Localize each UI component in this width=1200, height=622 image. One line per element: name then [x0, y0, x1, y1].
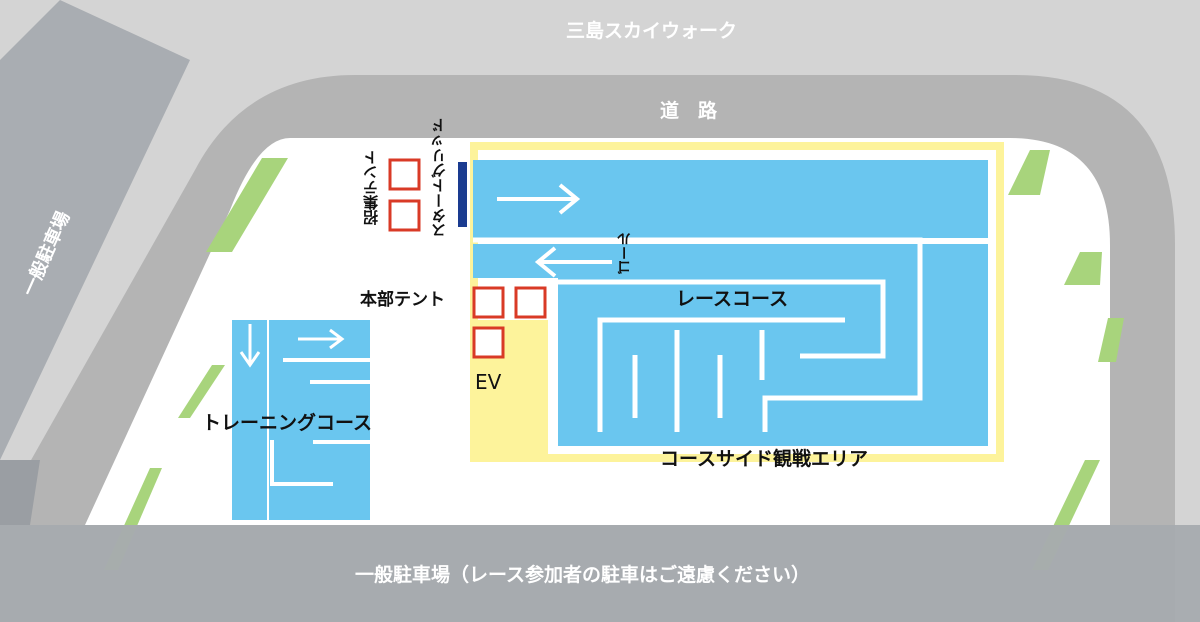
hq-tent-label: 本部テント [360, 290, 445, 310]
road-label: 道 路 [660, 100, 718, 122]
training-course-line [270, 440, 333, 486]
grass-strip [178, 365, 225, 418]
training-course [232, 320, 370, 520]
tent-marker [388, 199, 421, 232]
ev-label: EV [475, 370, 502, 394]
bottom-parking-label: 一般駐車場（レース参加者の駐車はご遠慮ください） [355, 564, 811, 586]
skywalk-label: 三島スカイウォーク [566, 20, 738, 42]
right-arrow-head [329, 328, 345, 350]
race-course-body [558, 278, 988, 446]
race-course [473, 160, 988, 446]
race-course-label: レースコース [676, 288, 789, 310]
recruit-tent-label: 招集テント [362, 150, 380, 225]
left-parking-area [0, 0, 190, 460]
hq-tents [472, 286, 547, 359]
left-arrow-head [534, 246, 557, 278]
tent-marker [472, 286, 505, 319]
start-grid-label: スタートグリッド [430, 118, 448, 238]
bottom-left-parking-edge [0, 460, 40, 525]
race-course-line [473, 237, 923, 432]
training-course-label: トレーニングコース [202, 412, 373, 434]
tent-marker [514, 286, 547, 319]
goal-label: ゴール [617, 232, 633, 274]
grass-strip [1008, 150, 1050, 195]
down-arrow-head [239, 351, 261, 368]
grass-strip [1064, 252, 1102, 285]
recruit-tents [388, 158, 421, 232]
spectator-area-label: コースサイド観戦エリア [660, 448, 869, 470]
race-course-line [597, 317, 845, 432]
start-grid-bar [458, 162, 467, 227]
ev-marker [472, 326, 505, 359]
training-course-body [268, 320, 370, 520]
grass-strip [1098, 318, 1124, 362]
bottom-parking-area [0, 525, 1200, 622]
right-arrow-head [558, 183, 581, 215]
race-course-line [555, 279, 886, 359]
grass-strip [206, 158, 288, 252]
tent-marker [388, 158, 421, 191]
